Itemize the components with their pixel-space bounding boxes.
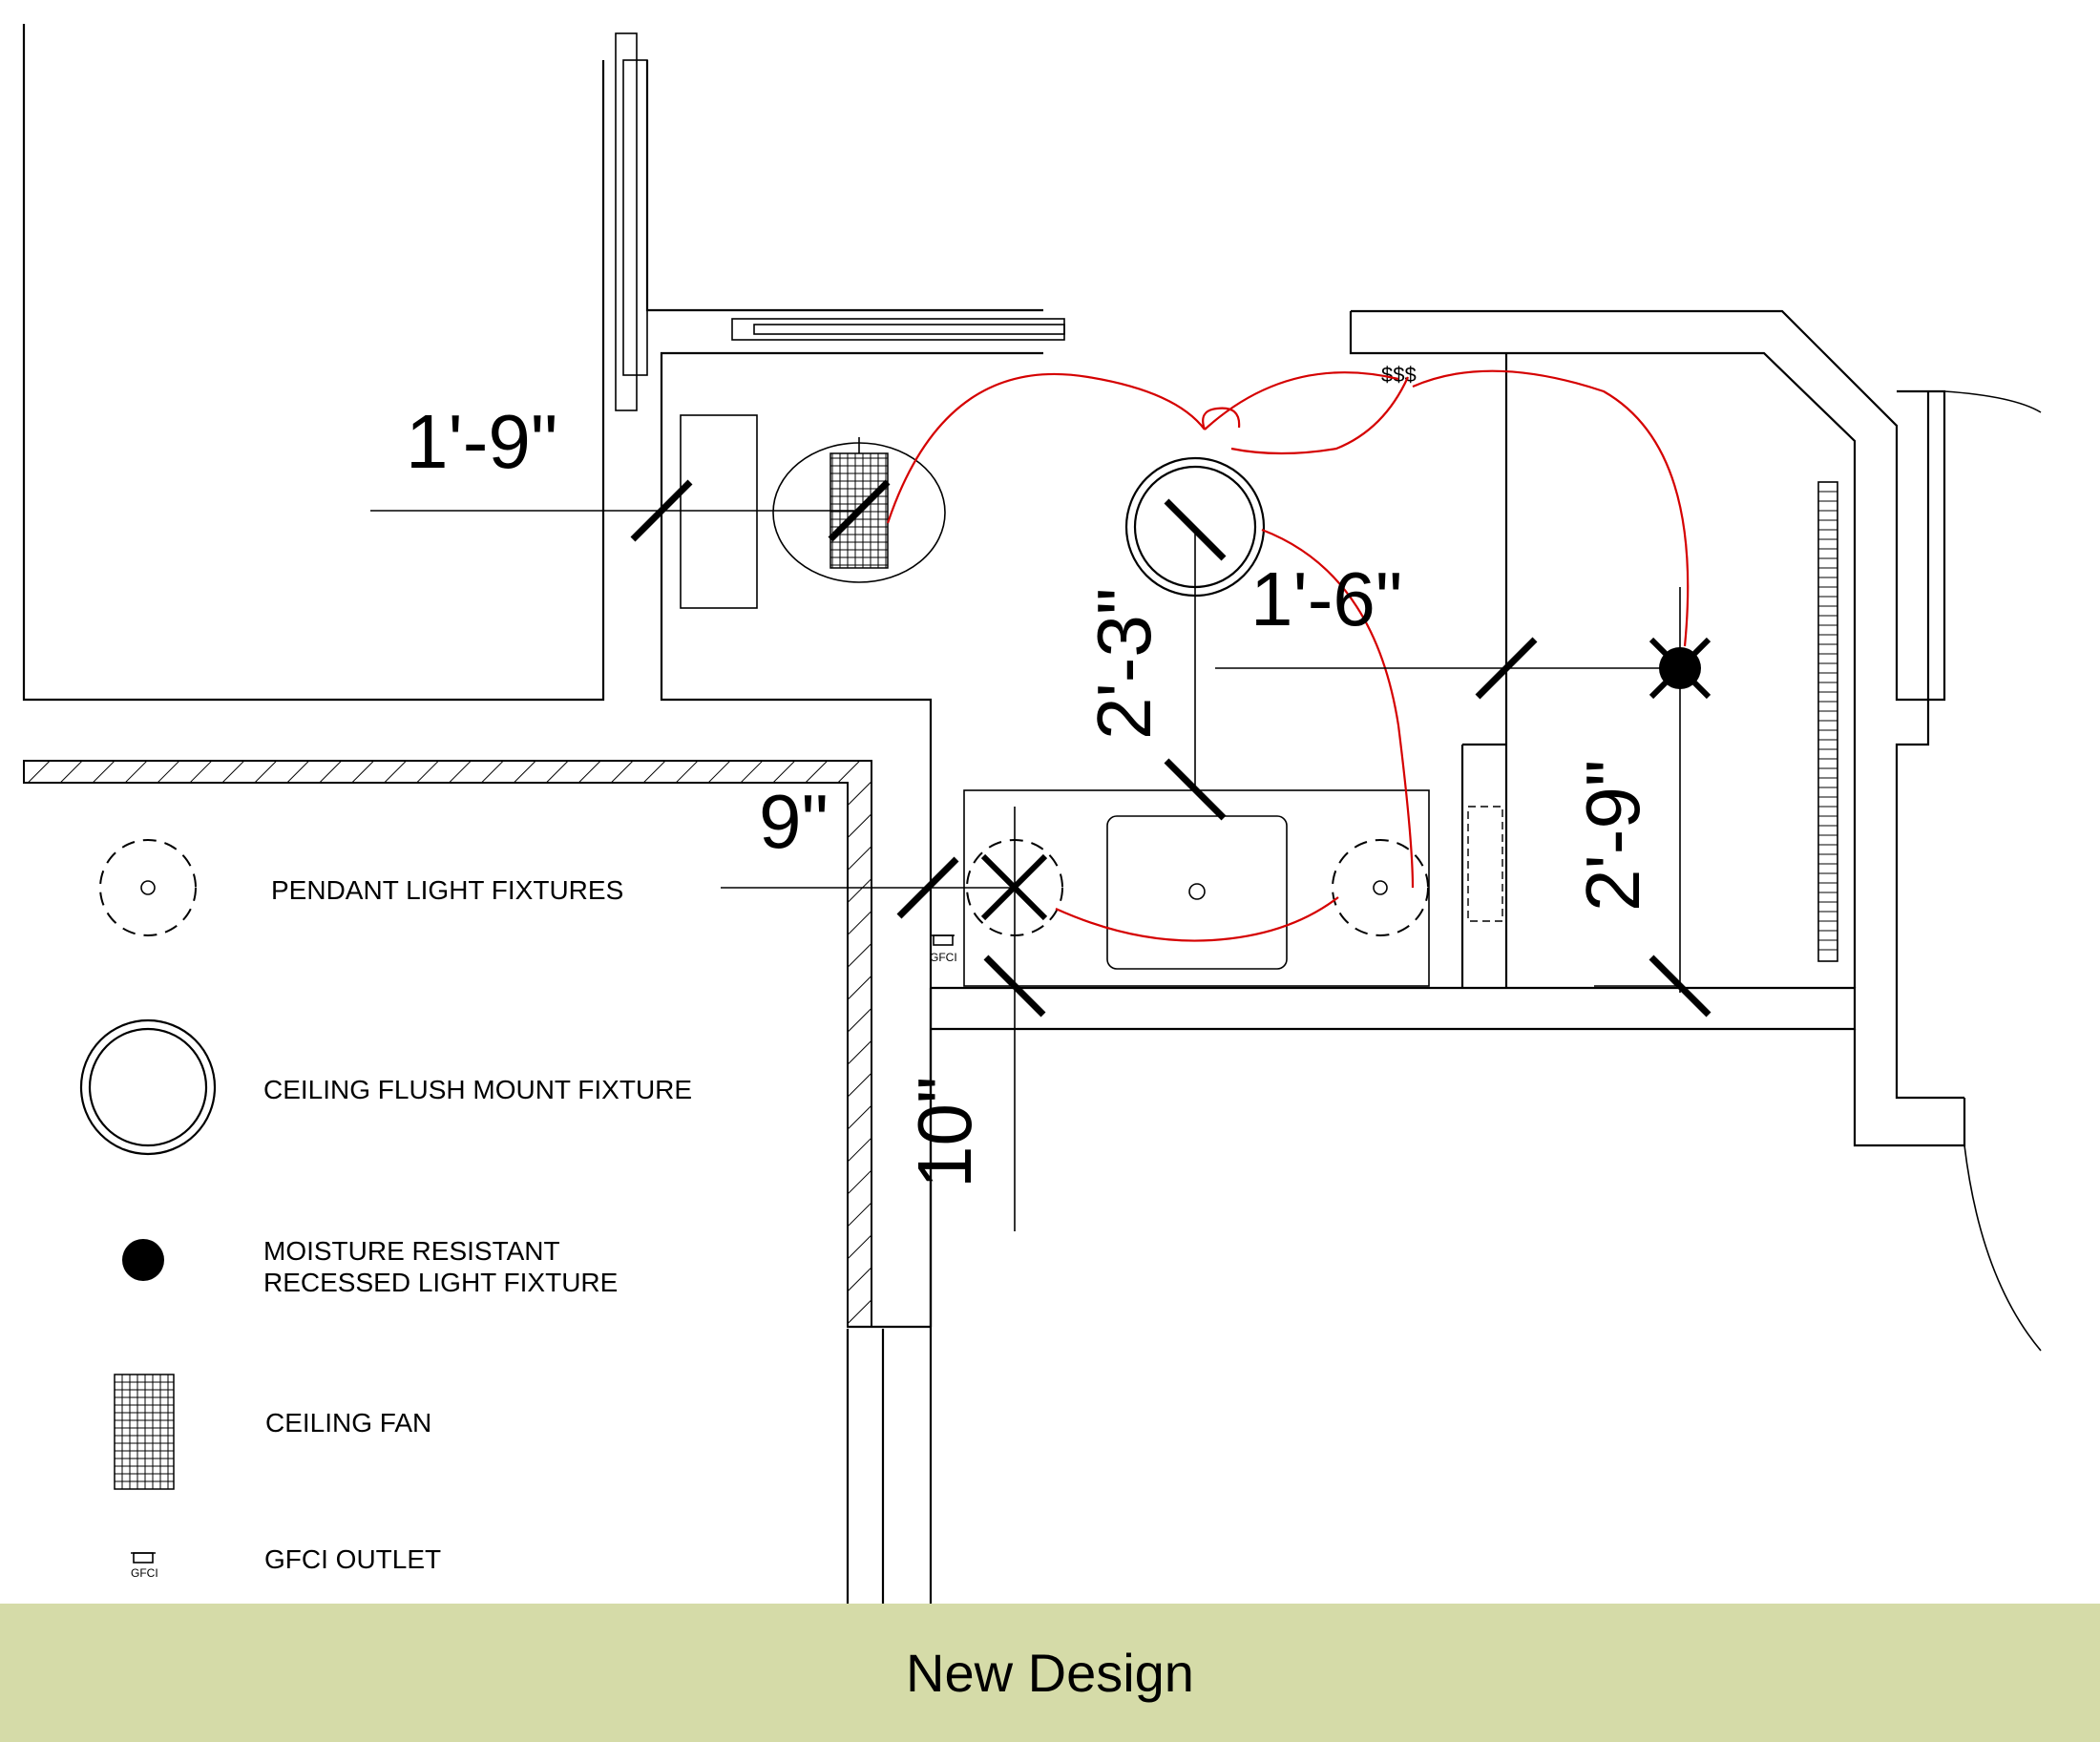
- pendant-light-right-icon: [1332, 839, 1429, 936]
- walls: [22, 24, 2042, 1604]
- svg-text:GFCI: GFCI: [131, 1566, 158, 1580]
- footer-title: New Design: [906, 1643, 1194, 1703]
- toilet-tank: [680, 414, 758, 609]
- legend: PENDANT LIGHT FIXTURES CEILING FLUSH MOU…: [79, 839, 692, 1580]
- radiator-fins: [1818, 491, 1838, 951]
- floor-plan: GFCI $$$ 1'-: [22, 24, 2042, 1604]
- dimension-lines: [370, 479, 1712, 1231]
- legend-gfci-label: GFCI OUTLET: [264, 1544, 441, 1574]
- dim-1-6: 1'-6": [1250, 556, 1402, 641]
- legend-pendant-icon: [99, 839, 197, 936]
- vanity-counter: [963, 789, 1430, 987]
- legend-pendant-label: PENDANT LIGHT FIXTURES: [271, 875, 623, 905]
- legend-flush-icon: [79, 1018, 217, 1156]
- legend-recessed-icon: [122, 1239, 164, 1281]
- legend-flush-label: CEILING FLUSH MOUNT FIXTURE: [263, 1075, 692, 1104]
- wiring: [886, 369, 1690, 942]
- dim-10: 10": [902, 1077, 987, 1188]
- dim-2-9: 2'-9": [1570, 760, 1655, 912]
- legend-fan-label: CEILING FAN: [265, 1408, 431, 1438]
- dimension-labels: 1'-9" 1'-6" 2'-3" 9" 2'-9" 10": [406, 399, 1655, 1188]
- legend-fan-icon: [114, 1374, 175, 1490]
- legend-gfci-icon: GFCI: [131, 1552, 158, 1580]
- legend-recessed-label-2: RECESSED LIGHT FIXTURE: [263, 1268, 618, 1297]
- shower-niche: [1467, 806, 1503, 922]
- gfci-outlet-icon: GFCI: [930, 934, 957, 964]
- legend-recessed-label-1: MOISTURE RESISTANT: [263, 1236, 560, 1266]
- dim-9: 9": [759, 779, 829, 864]
- dim-2-3: 2'-3": [1082, 588, 1166, 740]
- footer-bar: New Design: [0, 1604, 2100, 1742]
- dim-1-9: 1'-9": [406, 399, 557, 484]
- switch-group-icon: $$$: [1381, 363, 1417, 387]
- svg-text:GFCI: GFCI: [930, 951, 957, 964]
- sink: [1106, 815, 1288, 970]
